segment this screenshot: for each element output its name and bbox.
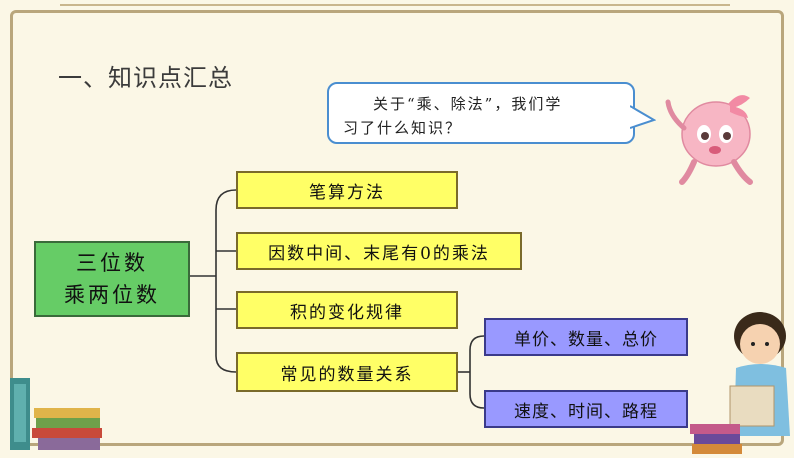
branch-node-quantity-relations: 常见的数量关系 (236, 352, 458, 392)
branch-spine (215, 189, 237, 373)
relation-spine (469, 335, 485, 409)
pink-mascot-icon (665, 95, 753, 185)
root-line-2: 乘两位数 (64, 283, 160, 307)
root-line-1: 三位数 (76, 251, 148, 275)
relation-node-speed: 速度、时间、路程 (484, 390, 688, 428)
bubble-tail (630, 105, 656, 129)
bubble-line-2: 习了什么知识？ (343, 119, 463, 137)
speech-bubble: 关于“乘、除法”，我们学 习了什么知识？ (327, 82, 635, 144)
branch-node-written-method: 笔算方法 (236, 171, 458, 209)
branch-node-product-rule: 积的变化规律 (236, 291, 458, 329)
branch-node-zero-multiplication: 因数中间、末尾有0的乘法 (236, 232, 522, 270)
bubble-line-1: 关于“乘、除法”，我们学 (373, 95, 563, 113)
reading-child-icon (690, 312, 790, 454)
decorative-frame (10, 10, 784, 446)
root-node: 三位数 乘两位数 (34, 241, 190, 317)
page-title: 一、知识点汇总 (58, 64, 233, 92)
relation-node-price: 单价、数量、总价 (484, 318, 688, 356)
frame-ornament (60, 4, 730, 18)
book-stack-icon (10, 378, 102, 450)
